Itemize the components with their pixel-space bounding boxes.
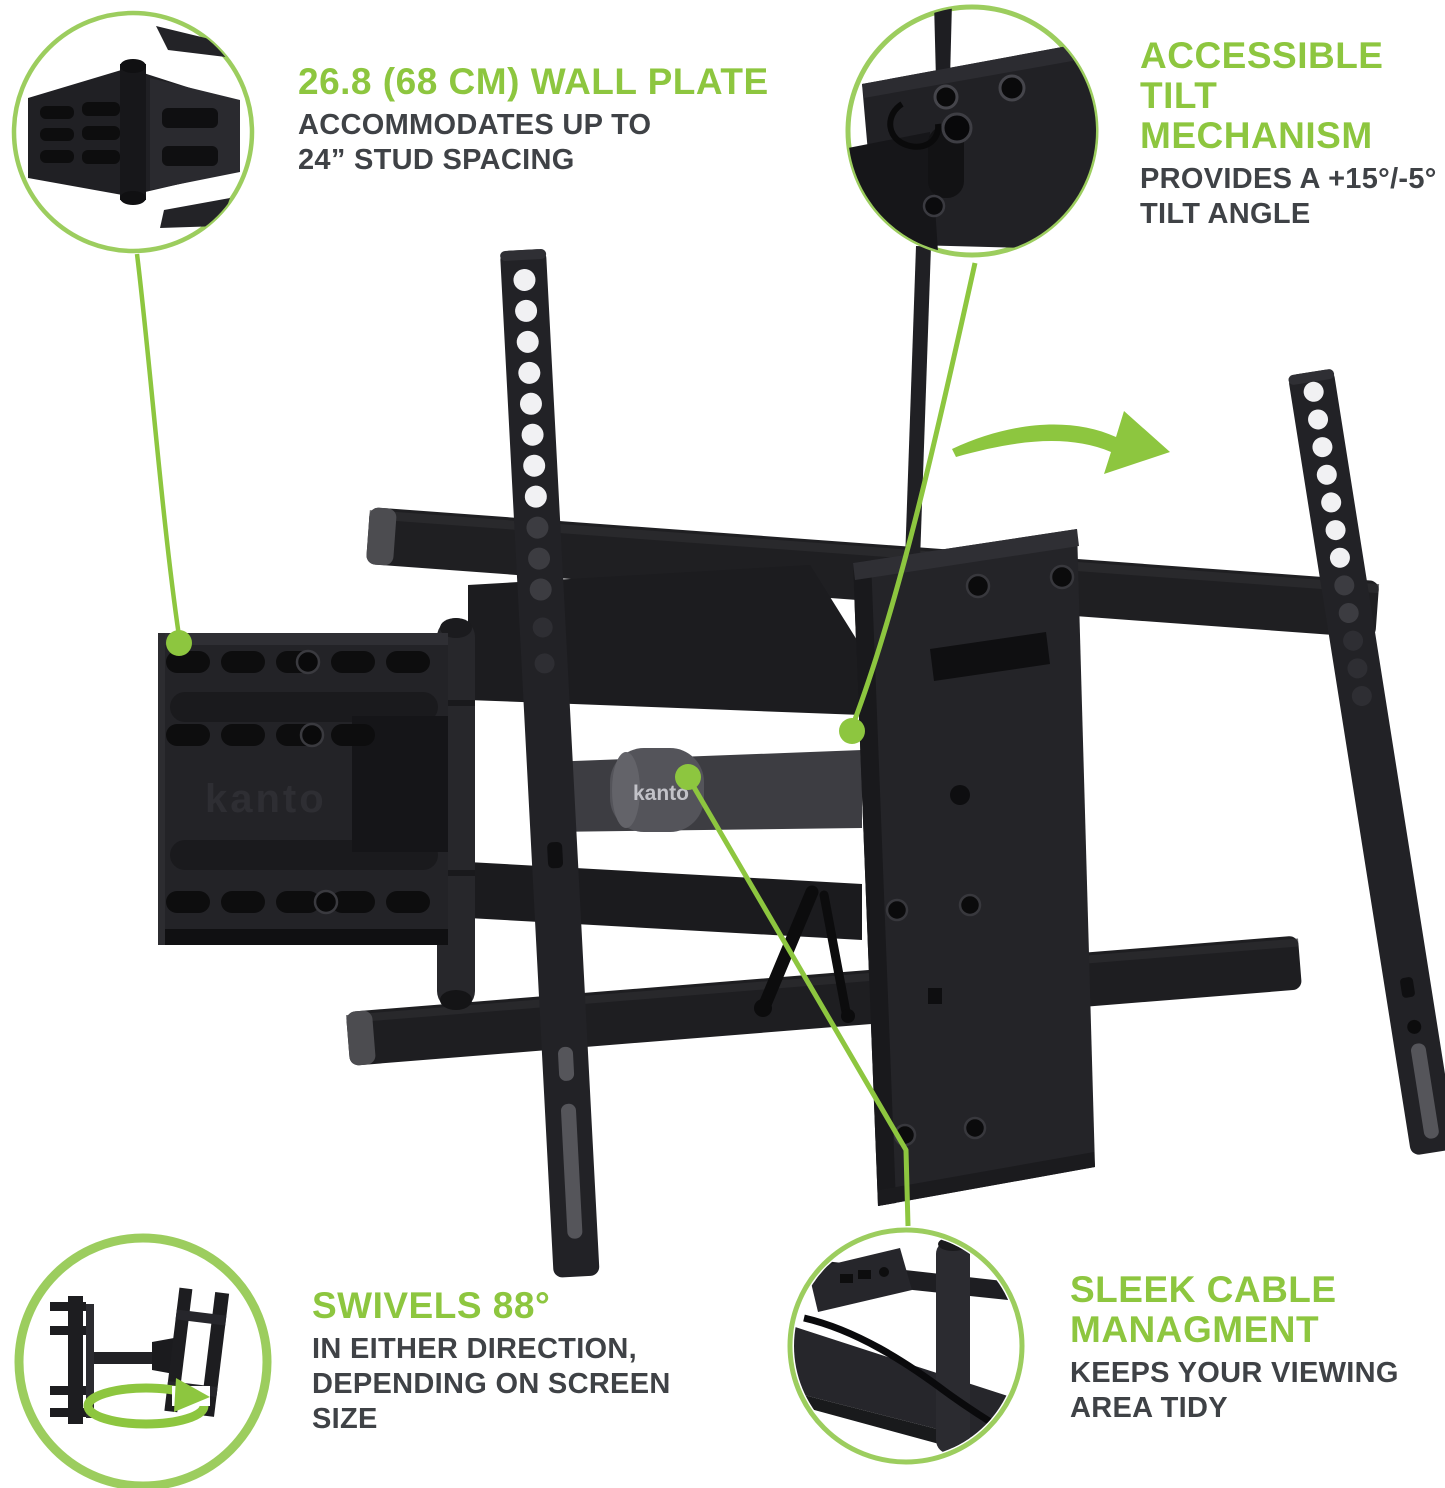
leader-cable — [675, 764, 911, 1227]
feature-cable-title: SLEEK CABLE MANAGMENT — [1070, 1269, 1337, 1350]
locking-tab — [904, 246, 931, 577]
tv-bracket-right — [1288, 369, 1445, 1155]
callout-wall-plate-closeup — [11, 10, 255, 254]
leader-dot-cable — [675, 764, 701, 790]
feature-wall-plate: 26.8 (68 CM) WALL PLATE ACCOMMODATES UP … — [298, 62, 769, 178]
callout-swivel-diagram — [14, 1233, 272, 1488]
feature-cable-description: KEEPS YOUR VIEWING AREA TIDY — [1070, 1356, 1399, 1424]
leader-dot-tilt — [839, 718, 865, 744]
feature-wall-plate-title: 26.8 (68 CM) WALL PLATE — [298, 61, 769, 102]
leader-tilt — [839, 262, 978, 744]
lower-rail — [346, 936, 1302, 1066]
arm-brand-label: kanto — [633, 782, 689, 805]
feature-tilt-title: ACCESSIBLE TILT MECHANISM — [1140, 35, 1384, 156]
tilt-closeup-photo — [848, 7, 1096, 252]
feature-tilt-description: PROVIDES A +15°/-5° TILT ANGLE — [1140, 162, 1437, 230]
cable — [803, 1314, 1012, 1438]
callout-cable-closeup — [787, 1227, 1025, 1465]
wall-plate-closeup-photo — [28, 26, 240, 228]
wall-plate: kanto — [158, 633, 448, 945]
feature-tilt: ACCESSIBLE TILT MECHANISM PROVIDES A +15… — [1140, 36, 1440, 231]
wall-plate-watermark: kanto — [205, 777, 327, 821]
leader-wall-plate — [134, 253, 192, 656]
tv-mount-product-image: kanto — [158, 246, 1445, 1278]
feature-wall-plate-description: ACCOMMODATES UP TO 24” STUD SPACING — [298, 108, 652, 176]
rotation-arrow-icon — [83, 1378, 210, 1429]
feature-swivel: SWIVELS 88° IN EITHER DIRECTION, DEPENDI… — [312, 1286, 671, 1436]
feature-swivel-title: SWIVELS 88° — [312, 1285, 551, 1326]
direction-arrow-icon — [952, 411, 1170, 474]
tv-bracket-left — [500, 249, 600, 1278]
monitor-plate — [853, 529, 1095, 1206]
leader-dot-wall-plate — [166, 630, 192, 656]
feature-swivel-description: IN EITHER DIRECTION, DEPENDING ON SCREEN… — [312, 1332, 671, 1435]
feature-cable: SLEEK CABLE MANAGMENT KEEPS YOUR VIEWING… — [1070, 1270, 1399, 1426]
callout-tilt-closeup — [845, 4, 1099, 258]
swivel-mini-mount — [50, 1287, 230, 1429]
